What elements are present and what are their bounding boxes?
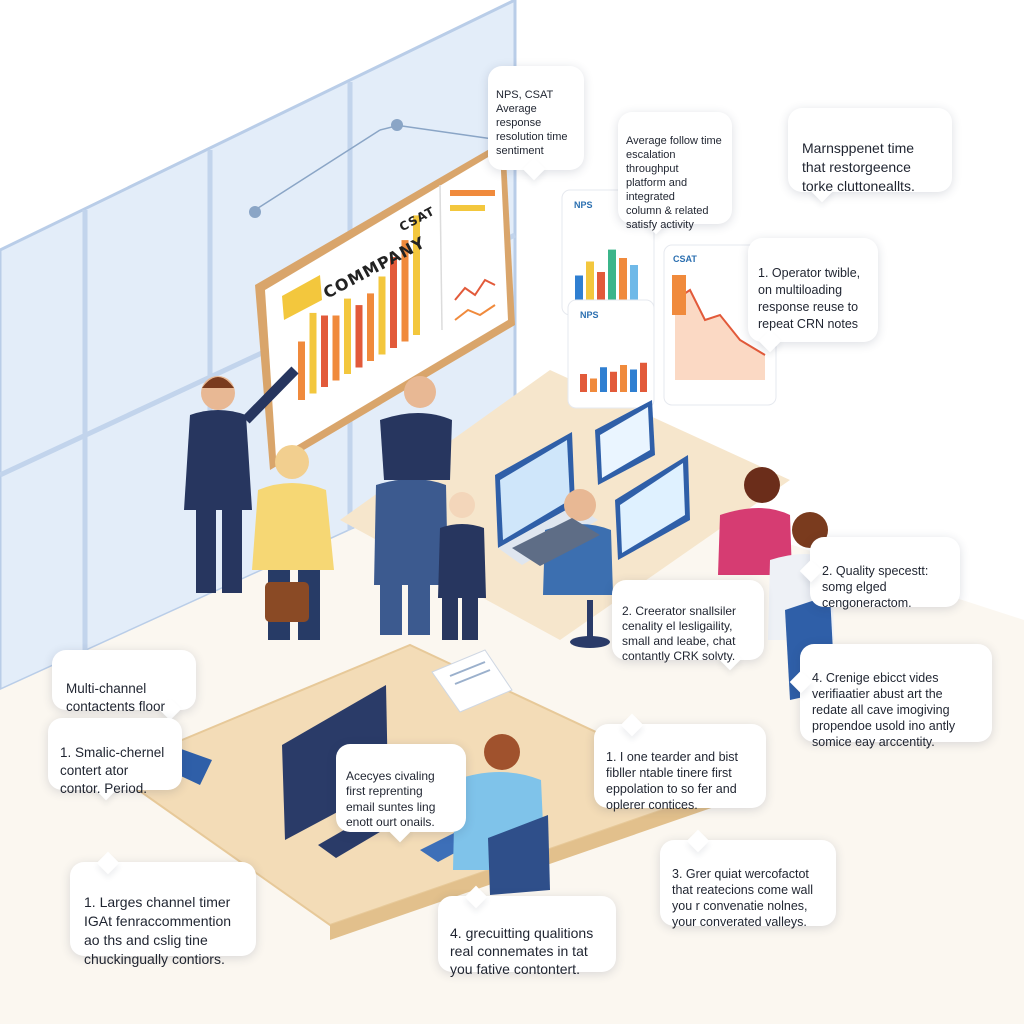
board-bar-9 xyxy=(390,257,397,348)
callout-11: 1. I one tearder and bist fibller ntable… xyxy=(594,713,766,812)
card-csat-label: CSAT xyxy=(673,254,697,264)
card3-bar-5 xyxy=(620,365,627,392)
card1-bar-5 xyxy=(619,258,627,300)
card1-bar-2 xyxy=(586,261,594,300)
card1-bar-1 xyxy=(575,275,583,300)
board-bar-4 xyxy=(332,315,340,381)
card3-bar-6 xyxy=(630,369,637,392)
board-bar-8 xyxy=(378,276,386,355)
callout-10: Acecyes civaling first reprenting email … xyxy=(336,744,466,843)
card1-bar-6 xyxy=(630,265,638,300)
person-woman-back xyxy=(380,376,452,480)
person-standing-glasses xyxy=(374,439,448,635)
board-bar-10 xyxy=(401,240,409,342)
card3-bar-3 xyxy=(600,367,607,392)
board-bar-6 xyxy=(355,305,363,368)
callout-4: 1. Operator twible, on multiloading resp… xyxy=(748,238,878,353)
board-bar-1 xyxy=(298,341,305,400)
card3-bar-4 xyxy=(610,371,617,392)
callout-7: 4. Crenige ebicct vides verifiaatier abu… xyxy=(789,644,992,749)
callout-12: 3. Grer quiat wercofactot that reatecion… xyxy=(660,829,836,929)
board-bar-chart xyxy=(298,215,420,400)
callout-13: 1. Larges channel timer IGAt fenraccomme… xyxy=(70,851,256,967)
person-laptop xyxy=(512,489,613,595)
card-nps-label: NPS xyxy=(574,200,593,210)
board-bar-7 xyxy=(367,293,374,361)
board-bar-5 xyxy=(344,298,351,374)
callout-1: NPS, CSAT Average response resolution ti… xyxy=(488,66,584,181)
person-yellow xyxy=(252,445,334,640)
card-nps2-label: NPS xyxy=(580,310,599,320)
callout-9: 1. Smalic-chernel contert ator contor. P… xyxy=(48,718,182,801)
card1-bar-4 xyxy=(608,249,616,300)
person-pink xyxy=(718,467,792,575)
board-bar-2 xyxy=(309,312,317,394)
card1-bar-3 xyxy=(597,272,605,300)
callout-3: Marnsppenet time that restorgeence torke… xyxy=(788,108,952,203)
callout-14: 4. grecuitting qualitions real connemate… xyxy=(438,885,616,977)
card3-bar-7 xyxy=(640,362,647,392)
callout-8: Multi-channel contactents floor xyxy=(52,650,196,721)
callout-6: 2. Creerator snallsiler cenality el lesl… xyxy=(612,580,764,671)
callout-5: 2. Quality specestt: somg elged cengoner… xyxy=(799,537,960,610)
callout-2: Average follow time escalation throughpu… xyxy=(618,112,732,235)
person-front-desk xyxy=(453,734,550,895)
person-presenter xyxy=(184,366,299,593)
document-icon xyxy=(431,649,513,713)
board-bar-3 xyxy=(321,315,328,387)
person-child xyxy=(438,492,486,640)
card3-bar-1 xyxy=(580,374,587,392)
board-bar-11 xyxy=(413,215,420,335)
card3-bar-2 xyxy=(590,378,597,392)
